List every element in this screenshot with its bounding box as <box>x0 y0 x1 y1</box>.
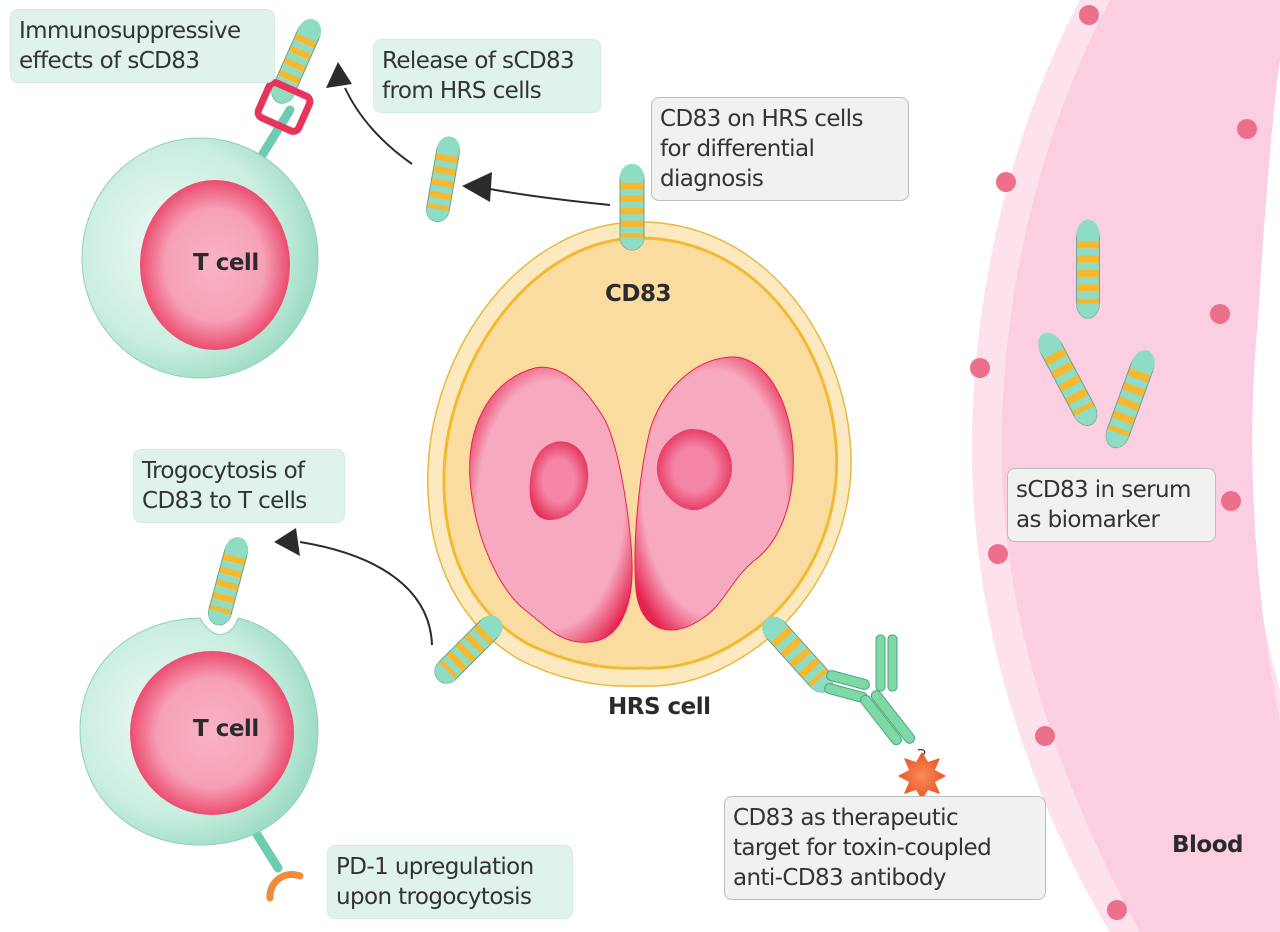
label-biomarker: sCD83 in serum as biomarker <box>1007 468 1216 542</box>
cd83-bottom-right <box>756 610 839 698</box>
arrow-head-trogocytosis-icon <box>274 528 300 556</box>
t-cell-top <box>81 14 326 379</box>
nucleolus-left <box>529 441 589 520</box>
label-immunosuppressive: Immunosuppressive effects of sCD83 <box>10 9 275 83</box>
label-release: Release of sCD83 from HRS cells <box>373 39 601 113</box>
blood-vessel <box>970 0 1280 932</box>
t-cell-top-label: T cell <box>193 250 259 276</box>
arrow-head-release-icon <box>462 172 492 202</box>
released-scd83 <box>423 134 463 224</box>
label-diagnosis: CD83 on HRS cells for differential diagn… <box>651 97 909 201</box>
cd83-top <box>619 163 645 251</box>
arrow-release <box>484 187 611 206</box>
blood-label: Blood <box>1172 832 1243 858</box>
hrs-cell <box>427 221 852 688</box>
cd83-bottom-left <box>429 609 509 689</box>
hrs-cell-label: HRS cell <box>608 694 711 720</box>
arrow-trogocytosis <box>299 541 433 646</box>
label-trogocytosis: Trogocytosis of CD83 to T cells <box>133 449 345 523</box>
arrow-head-immuno-icon <box>326 62 352 88</box>
arrow-to-receptor <box>344 87 413 165</box>
toxin-icon <box>898 752 946 800</box>
t-cell-bottom <box>79 533 319 902</box>
endothelial-nuclei <box>970 5 1257 920</box>
pd1-receptor-icon <box>266 870 304 902</box>
cd83-label: CD83 <box>605 281 671 307</box>
label-pd1: PD-1 upregulation upon trogocytosis <box>327 845 573 919</box>
t-cell-bottom-label: T cell <box>193 716 259 742</box>
label-therapeutic: CD83 as therapeutic target for toxin-cou… <box>724 796 1046 900</box>
anti-cd83-antibody <box>824 634 916 746</box>
nucleolus-right <box>656 428 732 511</box>
